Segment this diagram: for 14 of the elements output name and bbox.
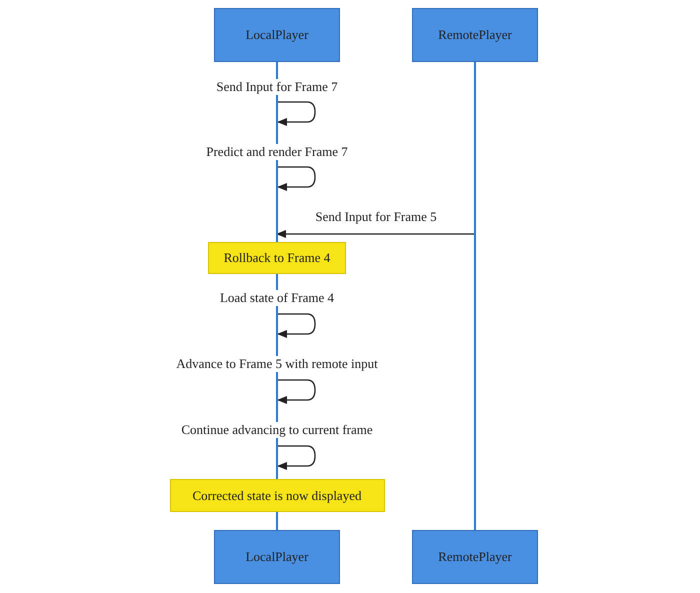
participant-box: RemotePlayer — [412, 8, 538, 62]
note-box: Rollback to Frame 4 — [208, 242, 346, 274]
participant-box: LocalPlayer — [214, 8, 340, 62]
participant-box: RemotePlayer — [412, 530, 538, 584]
lifeline — [474, 62, 476, 530]
message-label: Send Input for Frame 5 — [313, 209, 439, 225]
message-label: Load state of Frame 4 — [218, 290, 336, 306]
message-label: Predict and render Frame 7 — [204, 144, 350, 160]
message-label: Continue advancing to current frame — [179, 422, 375, 438]
participant-box: LocalPlayer — [214, 530, 340, 584]
message-label: Send Input for Frame 7 — [214, 79, 340, 95]
note-box: Corrected state is now displayed — [170, 479, 384, 512]
message-label: Advance to Frame 5 with remote input — [174, 356, 380, 372]
lifeline — [276, 512, 278, 530]
